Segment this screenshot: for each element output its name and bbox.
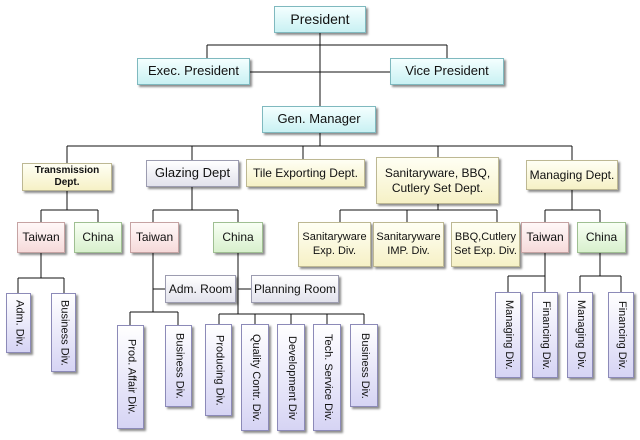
adm-room-label: Adm. Room — [168, 281, 233, 296]
transmission-adm-div-label: Adm. Div. — [13, 299, 26, 347]
planning-room-label: Planning Room — [253, 281, 337, 296]
exec-president-box: Exec. President — [137, 58, 250, 85]
tech-service-div-box: Tech. Service Div. — [313, 324, 341, 431]
managing-dept-box: Managing Dept. — [526, 160, 618, 190]
sanitaryware-dept-label: Sanitaryware, BBQ, Cutlery Set Dept. — [384, 165, 491, 195]
transmission-china-box: China — [74, 222, 122, 253]
managing-tw-managing-div-box: Managing Div. — [495, 292, 521, 378]
bbq-cutlery-exp-div-label: BBQ,Cutlery Set Exp. Div. — [454, 230, 517, 257]
producing-div-box: Producing Div. — [205, 324, 232, 416]
managing-cn-managing-div-box: Managing Div. — [567, 292, 593, 378]
sanitaryware-exp-div-box: Sanitaryware Exp. Div. — [298, 222, 371, 267]
sanitaryware-imp-div-label: Sanitaryware IMP. Div. — [376, 230, 441, 257]
glazing-dept-box: Glazing Dept — [146, 160, 239, 187]
glazing-dept-label: Glazing Dept — [154, 165, 231, 181]
managing-cn-financing-div-box: Financing Div. — [608, 292, 634, 378]
quality-contr-div-box: Quality Contr. Div. — [241, 324, 269, 431]
prod-affair-div-label: Prod. Affair Div. — [125, 339, 138, 415]
vice-president-label: Vice President — [405, 63, 489, 79]
glazing-taiwan-business-div-label: Business Div. — [173, 333, 186, 399]
managing-tw-managing-div-label: Managing Div. — [502, 300, 515, 370]
managing-taiwan-label: Taiwan — [526, 230, 564, 244]
development-div-label: Development Div — [285, 335, 298, 420]
gen-manager-label: Gen. Manager — [277, 111, 361, 127]
glazing-china-label: China — [222, 230, 254, 244]
glazing-china-business-div-label: Business Div. — [358, 332, 371, 399]
managing-taiwan-box: Taiwan — [521, 222, 569, 253]
vice-president-box: Vice President — [390, 58, 504, 85]
president-label: President — [290, 10, 350, 27]
sanitaryware-dept-box: Sanitaryware, BBQ, Cutlery Set Dept. — [376, 157, 499, 204]
transmission-business-div-label: Business Div. — [58, 299, 71, 366]
planning-room-box: Planning Room — [251, 275, 339, 303]
bbq-cutlery-exp-div-box: BBQ,Cutlery Set Exp. Div. — [451, 222, 520, 267]
prod-affair-div-box: Prod. Affair Div. — [117, 325, 144, 429]
development-div-box: Development Div — [277, 324, 305, 431]
managing-cn-managing-div-label: Managing Div. — [574, 300, 587, 370]
tile-exporting-dept-box: Tile Exporting Dept. — [246, 159, 365, 187]
sanitaryware-exp-div-label: Sanitaryware Exp. Div. — [302, 230, 367, 257]
sanitaryware-imp-div-box: Sanitaryware IMP. Div. — [373, 222, 444, 267]
glazing-taiwan-box: Taiwan — [130, 222, 179, 253]
adm-room-box: Adm. Room — [165, 275, 236, 303]
transmission-taiwan-box: Taiwan — [17, 222, 65, 253]
transmission-china-label: China — [82, 230, 114, 244]
transmission-dept-box: Transmission Dept. — [22, 163, 112, 191]
managing-china-label: China — [585, 230, 618, 244]
managing-tw-financing-div-box: Financing Div. — [532, 292, 558, 378]
glazing-china-business-div-box: Business Div. — [350, 324, 378, 407]
gen-manager-box: Gen. Manager — [262, 106, 376, 133]
glazing-taiwan-label: Taiwan — [135, 230, 174, 244]
transmission-taiwan-label: Taiwan — [22, 230, 60, 244]
quality-contr-div-label: Quality Contr. Div. — [249, 333, 262, 422]
tech-service-div-label: Tech. Service Div. — [321, 333, 334, 422]
president-box: President — [274, 6, 366, 33]
transmission-business-div-box: Business Div. — [51, 293, 76, 372]
transmission-dept-label: Transmission Dept. — [34, 164, 100, 189]
exec-president-label: Exec. President — [147, 63, 240, 79]
managing-cn-financing-div-label: Financing Div. — [615, 300, 628, 370]
producing-div-label: Producing Div. — [213, 334, 226, 406]
glazing-taiwan-business-div-box: Business Div. — [165, 325, 192, 407]
managing-china-box: China — [577, 222, 626, 253]
managing-dept-label: Managing Dept. — [529, 167, 615, 182]
managing-tw-financing-div-label: Financing Div. — [539, 300, 552, 370]
tile-exporting-dept-label: Tile Exporting Dept. — [253, 165, 358, 180]
transmission-adm-div-box: Adm. Div. — [6, 293, 31, 353]
glazing-china-box: China — [213, 222, 263, 253]
